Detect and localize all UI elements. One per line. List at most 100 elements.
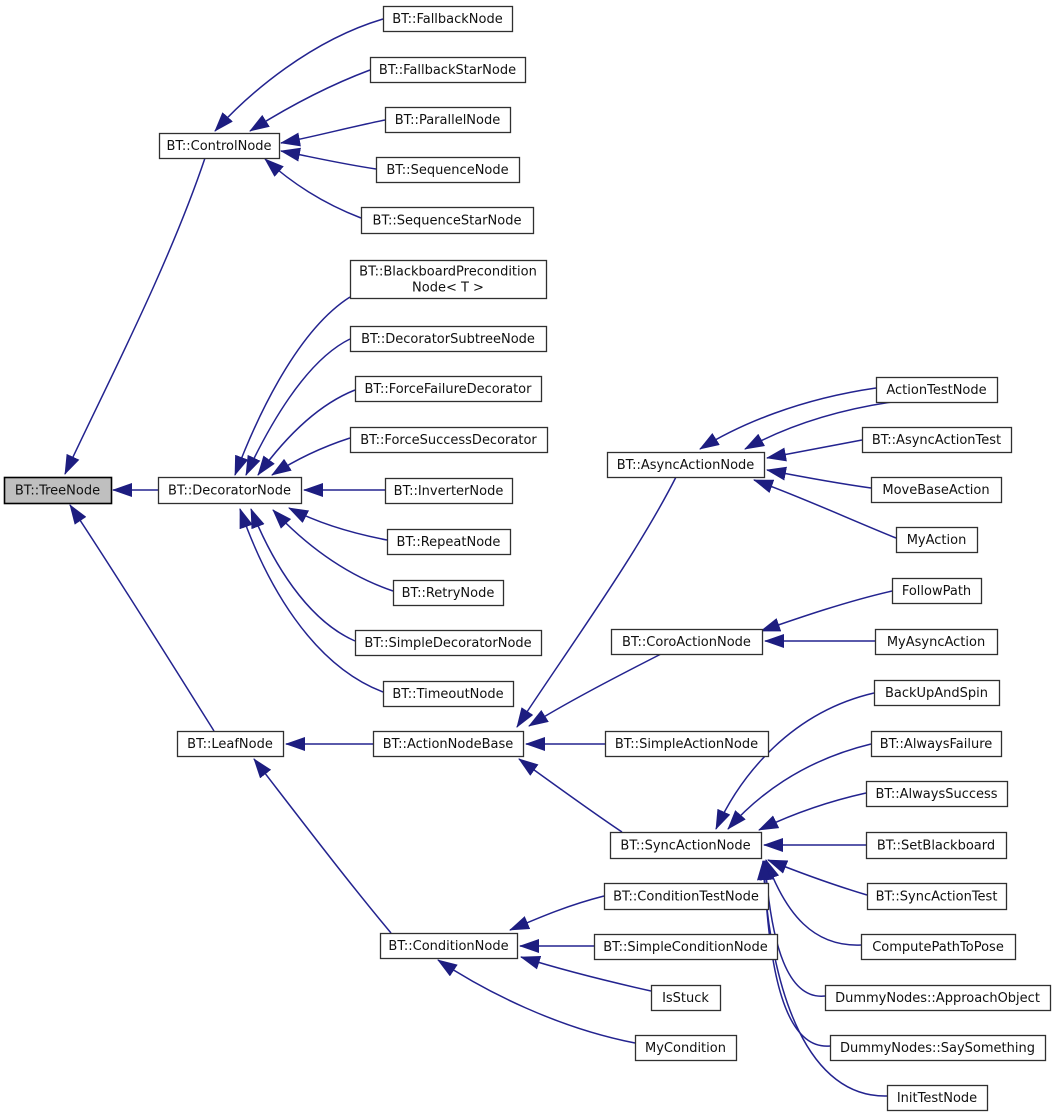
class-node-asyncactionnode[interactable]: BT::AsyncActionNode	[606, 451, 766, 479]
class-node-conditiontestnode[interactable]: BT::ConditionTestNode	[603, 882, 770, 911]
class-box[interactable]	[891, 577, 983, 605]
class-box[interactable]	[349, 426, 549, 454]
class-box[interactable]	[382, 680, 515, 708]
class-node-actionnodebase[interactable]: BT::ActionNodeBase	[372, 730, 525, 758]
class-node-parallelnode[interactable]: BT::ParallelNode	[384, 106, 512, 134]
class-label: MyAsyncAction	[887, 635, 985, 650]
class-label: InitTestNode	[897, 1091, 977, 1106]
class-node-repeatnode[interactable]: BT::RepeatNode	[386, 528, 512, 556]
class-box[interactable]	[360, 206, 535, 235]
class-node-decoratornode[interactable]: BT::DecoratorNode	[157, 476, 303, 505]
class-node-controlnode[interactable]: BT::ControlNode	[158, 132, 281, 160]
class-node-actiontestnode[interactable]: ActionTestNode	[875, 376, 999, 404]
class-box[interactable]	[379, 932, 519, 960]
class-node-sequencestarnode[interactable]: BT::SequenceStarNode	[360, 206, 535, 235]
inheritance-edge-followpath-to-coroactionnode	[760, 590, 893, 632]
class-box[interactable]	[382, 5, 514, 33]
class-box[interactable]	[634, 1034, 738, 1062]
class-box[interactable]	[866, 882, 1008, 911]
class-label: MyCondition	[645, 1041, 726, 1056]
class-node-myaction[interactable]: MyAction	[895, 526, 979, 554]
class-box[interactable]	[874, 628, 999, 656]
inheritance-edge-sequencestarnode-to-controlnode	[264, 158, 362, 219]
class-label: BT::SimpleDecoratorNode	[364, 636, 531, 651]
class-node-decoratorsubtreenode[interactable]: BT::DecoratorSubtreeNode	[349, 325, 548, 353]
class-node-setblackboard[interactable]: BT::SetBlackboard	[865, 831, 1008, 860]
class-box[interactable]	[392, 579, 505, 607]
class-node-forcesuccessdecorator[interactable]: BT::ForceSuccessDecorator	[349, 426, 549, 454]
class-box[interactable]	[349, 259, 548, 300]
class-box[interactable]	[610, 628, 764, 656]
class-node-alwaysfailure[interactable]: BT::AlwaysFailure	[870, 730, 1003, 758]
class-node-mycondition[interactable]: MyCondition	[634, 1034, 738, 1062]
class-node-inittestnode[interactable]: InitTestNode	[886, 1084, 989, 1112]
class-box[interactable]	[157, 476, 303, 505]
class-node-alwayssuccess[interactable]: BT::AlwaysSuccess	[865, 780, 1009, 808]
class-box[interactable]	[386, 528, 512, 556]
class-node-movebaseaction[interactable]: MoveBaseAction	[870, 476, 1003, 504]
class-box[interactable]	[865, 780, 1009, 808]
class-box[interactable]	[158, 132, 281, 160]
class-node-simpleconditionnode[interactable]: BT::SimpleConditionNode	[593, 933, 779, 961]
class-box[interactable]	[870, 730, 1003, 758]
class-box[interactable]	[895, 526, 979, 554]
class-node-backupandspin[interactable]: BackUpAndSpin	[873, 679, 1001, 707]
class-node-simpleactionnode[interactable]: BT::SimpleActionNode	[604, 730, 770, 758]
class-box[interactable]	[873, 679, 1001, 707]
class-box[interactable]	[603, 882, 770, 911]
class-box[interactable]	[860, 933, 1017, 961]
class-node-sequencenode[interactable]: BT::SequenceNode	[375, 156, 521, 184]
inheritance-edge-backupandspin-to-syncactionnode	[715, 692, 875, 830]
inheritance-edge-alwaysfailure-to-syncactionnode	[727, 743, 872, 830]
class-node-syncactiontest[interactable]: BT::SyncActionTest	[866, 882, 1008, 911]
class-box[interactable]	[354, 629, 543, 657]
class-node-approachobject[interactable]: DummyNodes::ApproachObject	[824, 984, 1052, 1012]
class-box[interactable]	[870, 476, 1003, 504]
class-box[interactable]	[354, 375, 543, 403]
class-box[interactable]	[824, 984, 1052, 1012]
class-node-timeoutnode[interactable]: BT::TimeoutNode	[382, 680, 515, 708]
class-box[interactable]	[609, 831, 763, 860]
class-box[interactable]	[384, 106, 512, 134]
class-box[interactable]	[384, 477, 514, 505]
inheritance-edge-timeoutnode-to-decoratornode	[239, 508, 384, 693]
class-box[interactable]	[375, 156, 521, 184]
class-label: MyAction	[907, 533, 967, 548]
class-node-leafnode[interactable]: BT::LeafNode	[176, 730, 285, 758]
class-node-treenode[interactable]: BT::TreeNode	[3, 476, 113, 505]
class-label: ActionTestNode	[886, 383, 986, 398]
class-box[interactable]	[829, 1034, 1047, 1062]
class-box[interactable]	[865, 831, 1008, 860]
inheritance-edge-fallbackstarnode-to-controlnode	[249, 69, 371, 132]
class-box[interactable]	[875, 376, 999, 404]
class-box[interactable]	[3, 476, 113, 505]
class-box[interactable]	[369, 56, 527, 84]
class-box[interactable]	[650, 984, 722, 1012]
class-node-computepathtopose[interactable]: ComputePathToPose	[860, 933, 1017, 961]
class-node-followpath[interactable]: FollowPath	[891, 577, 983, 605]
class-box[interactable]	[604, 730, 770, 758]
class-node-forcefailuredecorator[interactable]: BT::ForceFailureDecorator	[354, 375, 543, 403]
class-node-saysomething[interactable]: DummyNodes::SaySomething	[829, 1034, 1047, 1062]
class-node-conditionnode[interactable]: BT::ConditionNode	[379, 932, 519, 960]
class-node-simpledecoratornode[interactable]: BT::SimpleDecoratorNode	[354, 629, 543, 657]
inheritance-edge-coroactionnode-to-actionnodebase	[528, 653, 662, 727]
class-node-syncactionnode[interactable]: BT::SyncActionNode	[609, 831, 763, 860]
class-node-myasyncaction[interactable]: MyAsyncAction	[874, 628, 999, 656]
class-node-isstuck[interactable]: IsStuck	[650, 984, 722, 1012]
class-box[interactable]	[349, 325, 548, 353]
class-box[interactable]	[886, 1084, 989, 1112]
class-box[interactable]	[593, 933, 779, 961]
class-node-coroactionnode[interactable]: BT::CoroActionNode	[610, 628, 764, 656]
class-box[interactable]	[861, 426, 1013, 454]
class-node-retrynode[interactable]: BT::RetryNode	[392, 579, 505, 607]
class-label: BT::SyncActionNode	[620, 839, 750, 854]
class-node-fallbacknode[interactable]: BT::FallbackNode	[382, 5, 514, 33]
class-node-asyncactiontest[interactable]: BT::AsyncActionTest	[861, 426, 1013, 454]
class-node-inverternode[interactable]: BT::InverterNode	[384, 477, 514, 505]
class-node-fallbackstarnode[interactable]: BT::FallbackStarNode	[369, 56, 527, 84]
class-box[interactable]	[176, 730, 285, 758]
class-box[interactable]	[372, 730, 525, 758]
class-box[interactable]	[606, 451, 766, 479]
